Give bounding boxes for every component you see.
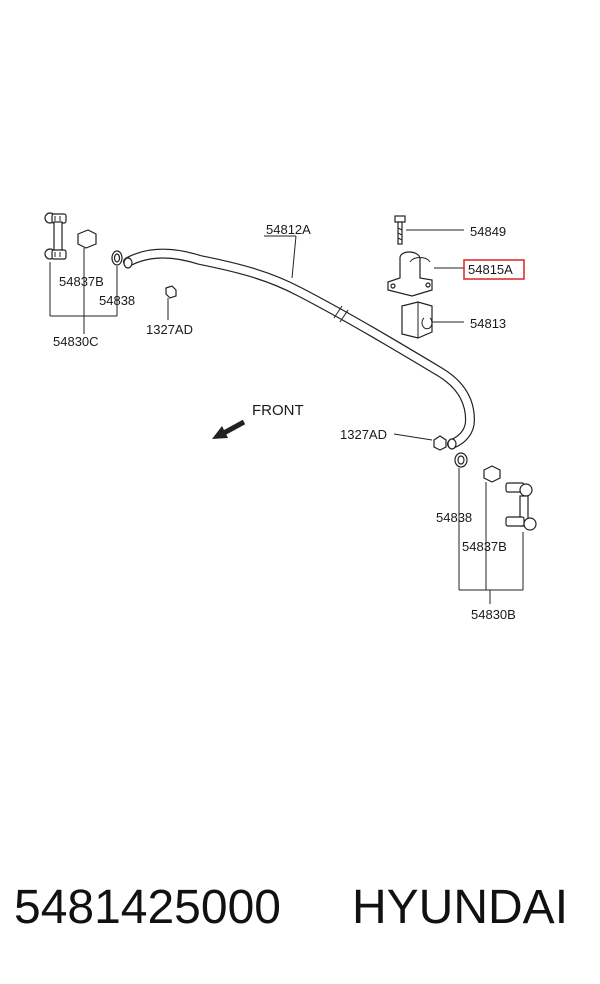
left-link-part bbox=[44, 212, 67, 260]
front-label: FRONT bbox=[252, 402, 304, 419]
leader-lines bbox=[49, 229, 524, 604]
right-link-part bbox=[505, 482, 537, 531]
label-link-left: 54830C bbox=[53, 334, 99, 349]
highlight-box bbox=[463, 259, 525, 280]
label-bar: 54812A bbox=[266, 222, 311, 237]
stabilizer-bar bbox=[123, 248, 476, 450]
label-bushing-right: 54837B bbox=[462, 539, 507, 554]
left-bushing-part bbox=[77, 229, 97, 249]
bolt-part bbox=[394, 215, 406, 245]
label-ring-right: 54838 bbox=[436, 510, 472, 525]
bracket-part bbox=[387, 251, 433, 297]
part-number: 5481425000 bbox=[14, 881, 281, 934]
parts-diagram: FRONT 54812A 54849 54815A 54813 1327AD 5… bbox=[44, 212, 537, 622]
label-bracket: 54815A bbox=[468, 262, 513, 277]
label-nut-left: 1327AD bbox=[146, 322, 193, 337]
right-ring-part bbox=[454, 452, 468, 468]
caption: 5481425000 HYUNDAI bbox=[0, 868, 600, 958]
left-nut-part bbox=[165, 285, 177, 299]
label-link-right: 54830B bbox=[471, 607, 516, 622]
bushing-part bbox=[401, 301, 433, 339]
label-nut-right: 1327AD bbox=[340, 427, 387, 442]
label-bushing: 54813 bbox=[470, 316, 506, 331]
left-ring-part bbox=[111, 250, 123, 266]
label-bolt: 54849 bbox=[470, 224, 506, 239]
right-nut-part bbox=[433, 435, 447, 451]
label-ring-left: 54838 bbox=[99, 293, 135, 308]
front-arrow-icon bbox=[212, 419, 246, 439]
label-bushing-left: 54837B bbox=[59, 274, 104, 289]
brand-name: HYUNDAI bbox=[352, 881, 569, 934]
right-bushing-part bbox=[483, 465, 501, 483]
